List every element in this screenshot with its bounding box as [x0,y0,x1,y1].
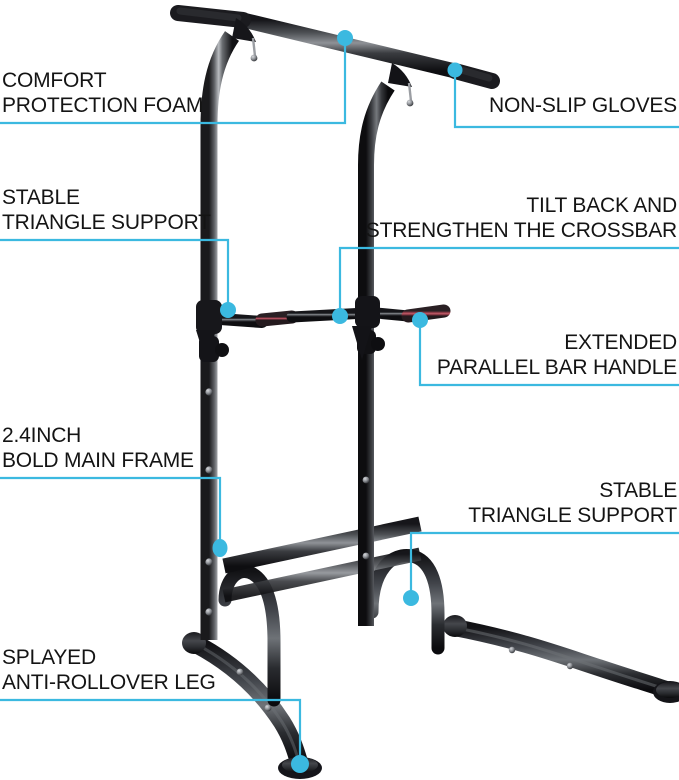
rear-triangle-support-strut [365,548,445,655]
rear-upright-post [358,81,395,626]
callout-label-tilt-back-crossbar: TILT BACK AND STRENGTHEN THE CROSSBAR [365,194,677,242]
parallel-bar-assembly [196,296,451,362]
callout-label-comfort-protection-foam: COMFORT PROTECTION FOAM [2,69,204,117]
frame-bolts [205,388,574,712]
rear-base-foot [443,615,679,703]
callout-label-splayed-anti-rollover-leg: SPLAYED ANTI-ROLLOVER LEG [2,646,216,694]
callout-label-stable-triangle-support-lower: STABLE TRIANGLE SUPPORT [468,479,677,527]
lower-cross-brace [222,516,422,603]
callout-label-bold-main-frame: 2.4INCH BOLD MAIN FRAME [2,424,194,472]
front-triangle-support-strut [218,565,281,707]
callout-label-extended-parallel-bar-handle: EXTENDED PARALLEL BAR HANDLE [436,331,677,379]
callout-label-stable-triangle-support-upper: STABLE TRIANGLE SUPPORT [2,186,211,234]
callout-label-non-slip-gloves: NON-SLIP GLOVES [488,94,677,117]
